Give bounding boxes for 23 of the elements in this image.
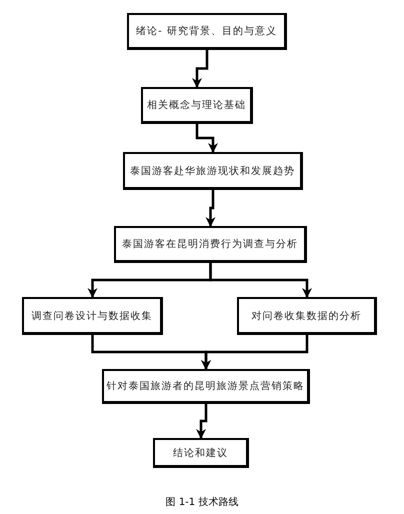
box-text: 绪论- 研究背景、目的与意义	[136, 24, 277, 38]
box-text: 泰国游客在昆明消费行为调查与分析	[122, 238, 298, 251]
process-box	[102, 369, 310, 404]
arrow	[201, 335, 308, 370]
process-box	[127, 13, 287, 50]
box-text: 调查问卷设计与数据收集	[32, 310, 152, 322]
box-text: 结论和建议	[173, 446, 228, 460]
process-box	[123, 152, 303, 190]
box-text: 针对泰国旅游者的昆明旅游景点营销策略	[106, 380, 304, 393]
process-box	[22, 297, 163, 335]
arrow	[209, 263, 312, 298]
process-box	[114, 226, 307, 263]
box-text: 泰国游客赴华旅游现状和发展趋势	[130, 164, 295, 178]
process-box	[153, 438, 249, 468]
arrow	[192, 50, 208, 88]
figure-caption: 图 1-1 技术路线	[166, 497, 238, 508]
arrow	[196, 404, 208, 439]
arrow	[206, 190, 216, 227]
box-text: 对问卷收集数据的分析	[252, 310, 362, 322]
process-box	[237, 297, 377, 335]
process-box	[141, 87, 253, 124]
arrow	[196, 124, 218, 153]
box-text: 相关概念与理论基础	[147, 98, 246, 112]
